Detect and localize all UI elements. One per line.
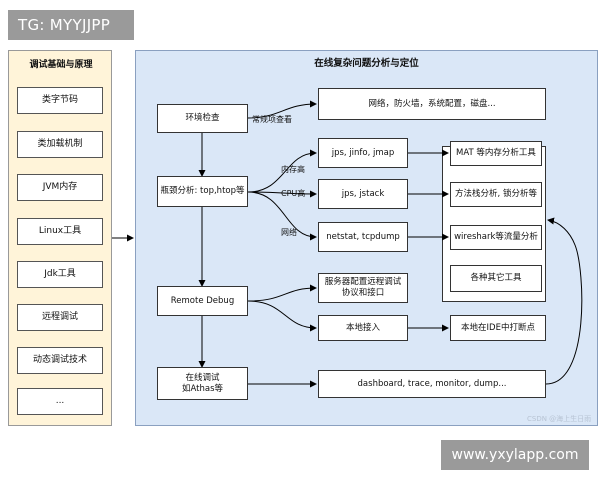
watermark: CSDN @海上生日雨 xyxy=(527,415,592,423)
jps-jinfo-box: jps, jinfo, jmap xyxy=(318,138,408,168)
dashboard-box: dashboard, trace, monitor, dump... xyxy=(318,370,546,398)
local-access-box: 本地接入 xyxy=(318,315,408,341)
other-tools-box: 各种其它工具 xyxy=(450,265,542,292)
wireshark-box: wireshark等流量分析 xyxy=(450,225,542,250)
left-item-jdk-tools: Jdk工具 xyxy=(17,261,103,288)
left-item-linux-tools: Linux工具 xyxy=(17,218,103,245)
left-item-ellipsis: ... xyxy=(17,388,103,415)
right-panel-title: 在线复杂问题分析与定位 xyxy=(314,58,419,69)
site-tag: www.yxylapp.com xyxy=(441,440,589,470)
left-panel: 调试基础与原理 类字节码 类加载机制 JVM内存 Linux工具 Jdk工具 远… xyxy=(8,50,112,426)
env-check-box: 环境检查 xyxy=(157,104,248,133)
edge-label-routine-check: 常规项查看 xyxy=(252,115,292,124)
tg-tag: TG: MYYJJPP xyxy=(8,10,134,40)
jps-jstack-box: jps, jstack xyxy=(318,179,408,209)
netstat-box: netstat, tcpdump xyxy=(318,222,408,252)
edge-label-high-memory: 内存高 xyxy=(281,165,305,174)
method-stack-box: 方法栈分析, 锁分析等 xyxy=(450,182,542,207)
left-panel-title: 调试基础与原理 xyxy=(29,60,93,70)
bottleneck-box: 瓶颈分析: top,htop等 xyxy=(157,176,248,207)
left-item-bytecode: 类字节码 xyxy=(17,87,103,114)
left-item-classloading: 类加载机制 xyxy=(17,131,103,158)
mat-tools-box: MAT 等内存分析工具 xyxy=(450,141,542,166)
left-item-jvm-memory: JVM内存 xyxy=(17,174,103,201)
left-item-remote-debug: 远程调试 xyxy=(17,304,103,331)
online-debug-box: 在线调试 如Athas等 xyxy=(157,367,248,400)
edge-label-high-cpu: CPU高 xyxy=(281,189,306,198)
edge-label-network: 网络 xyxy=(281,228,297,237)
left-item-dynamic-debug: 动态调试技术 xyxy=(17,347,103,374)
remote-debug-box: Remote Debug xyxy=(157,286,248,316)
ide-breakpoint-box: 本地在IDE中打断点 xyxy=(450,315,546,341)
server-config-box: 服务器配置远程调试 协议和接口 xyxy=(318,273,408,303)
network-etc-box: 网络，防火墙，系统配置，磁盘... xyxy=(318,88,546,120)
